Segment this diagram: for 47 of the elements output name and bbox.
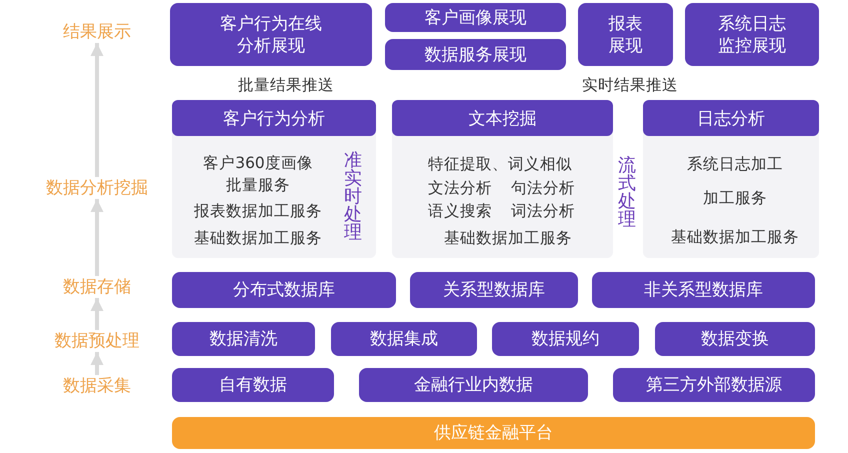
- service-item: 基础数据加工服务: [194, 228, 322, 249]
- service-item: 句法分析: [511, 178, 575, 199]
- processing-mode-label: 流式处理: [618, 157, 636, 229]
- arrow: [90, 43, 104, 177]
- service-item: 报表数据加工服务: [194, 201, 322, 222]
- service-item: 加工服务: [703, 188, 767, 209]
- layer-label: 数据存储: [62, 276, 132, 298]
- arrow: [90, 298, 104, 330]
- database-box: 关系型数据库: [410, 272, 578, 308]
- card-header: 文本挖掘: [392, 100, 613, 136]
- database-box: 分布式数据库: [172, 272, 396, 308]
- analysis-card: [643, 100, 819, 258]
- arrow: [90, 352, 104, 375]
- process-box: 数据集成: [331, 322, 477, 356]
- database-box: 非关系型数据库: [592, 272, 815, 308]
- process-box: 数据规约: [492, 322, 639, 356]
- arrow: [90, 199, 104, 276]
- service-item: 词法分析: [511, 201, 575, 222]
- layer-label: 数据采集: [62, 375, 132, 397]
- data-source-box: 第三方外部数据源: [613, 368, 815, 402]
- service-item: 文法分析: [428, 178, 492, 199]
- display-box: 客户行为在线分析展现: [170, 3, 372, 66]
- analysis-card: [172, 100, 376, 258]
- layer-label: 数据预处理: [53, 330, 141, 352]
- analysis-card: [392, 100, 613, 258]
- display-box: 客户画像展现: [385, 3, 566, 32]
- service-item: 基础数据加工服务: [444, 228, 572, 249]
- service-item: 基础数据加工服务: [671, 227, 799, 248]
- push-label: 批量结果推送: [238, 75, 334, 96]
- service-item: 系统日志加工: [687, 154, 783, 175]
- process-box: 数据变换: [655, 322, 815, 356]
- layer-label: 结果展示: [60, 21, 134, 43]
- service-item: 语义搜索: [428, 201, 492, 222]
- processing-mode-label: 准实时处理: [344, 152, 362, 242]
- data-source-box: 自有数据: [172, 368, 334, 402]
- display-box: 系统日志监控展现: [685, 3, 819, 66]
- display-box: 报表展现: [578, 3, 673, 66]
- data-source-box: 金融行业内数据: [359, 368, 588, 402]
- service-item: 特征提取、词义相似: [428, 154, 572, 175]
- service-item: 客户360度画像批量服务: [202, 153, 314, 196]
- display-box: 数据服务展现: [385, 39, 566, 70]
- layer-label: 数据分析挖掘: [45, 177, 149, 199]
- card-header: 客户行为分析: [172, 100, 376, 136]
- push-label: 实时结果推送: [582, 75, 678, 96]
- card-header: 日志分析: [643, 100, 819, 136]
- process-box: 数据清洗: [172, 322, 315, 356]
- platform-bar: 供应链金融平台: [172, 417, 815, 449]
